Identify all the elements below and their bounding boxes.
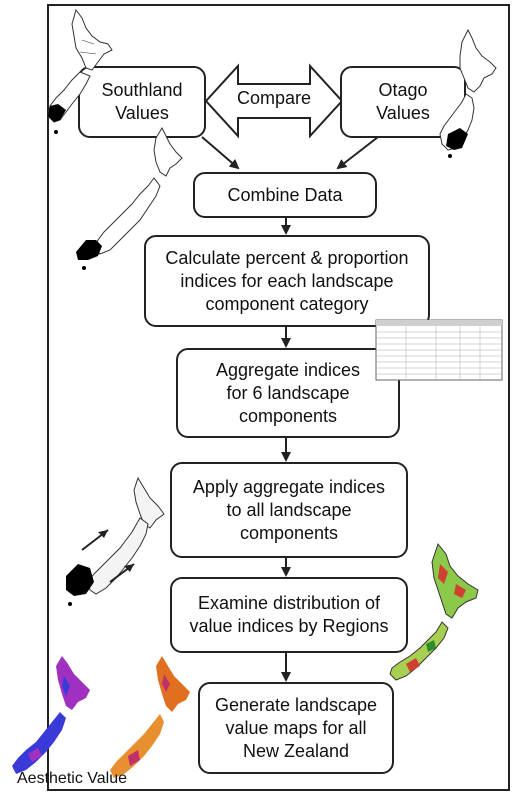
calculate-indices-box: Calculate percent & proportion indices f… [144,235,430,327]
aesthetic-value-caption: Aesthetic Value [17,770,127,787]
aggregate-indices-label: Aggregate indices for 6 landscape compon… [215,359,361,426]
examine-distribution-box: Examine distribution of value indices by… [170,577,408,653]
examine-distribution-label: Examine distribution of value indices by… [189,593,389,636]
calculate-indices-label: Calculate percent & proportion indices f… [165,247,409,314]
arrow-southland-to-combine [201,136,240,170]
generate-maps-label: Generate landscape value maps for all Ne… [214,694,378,761]
aggregate-indices-box: Aggregate indices for 6 landscape compon… [176,348,400,438]
arrow-otago-to-combine [336,136,379,170]
generate-maps-box: Generate landscape value maps for all Ne… [198,682,394,774]
apply-indices-box: Apply aggregate indices to all landscape… [170,462,408,558]
compare-label: Compare [236,88,312,108]
combine-data-label: Combine Data [227,184,343,205]
otago-values-box: Otago Values [340,66,466,138]
southland-values-box: Southland Values [78,66,206,138]
apply-indices-label: Apply aggregate indices to all landscape… [192,476,386,543]
combine-data-box: Combine Data [193,172,377,218]
southland-values-label: Southland Values [101,80,183,123]
diagram-frame [47,4,510,791]
otago-values-label: Otago Values [376,80,430,123]
